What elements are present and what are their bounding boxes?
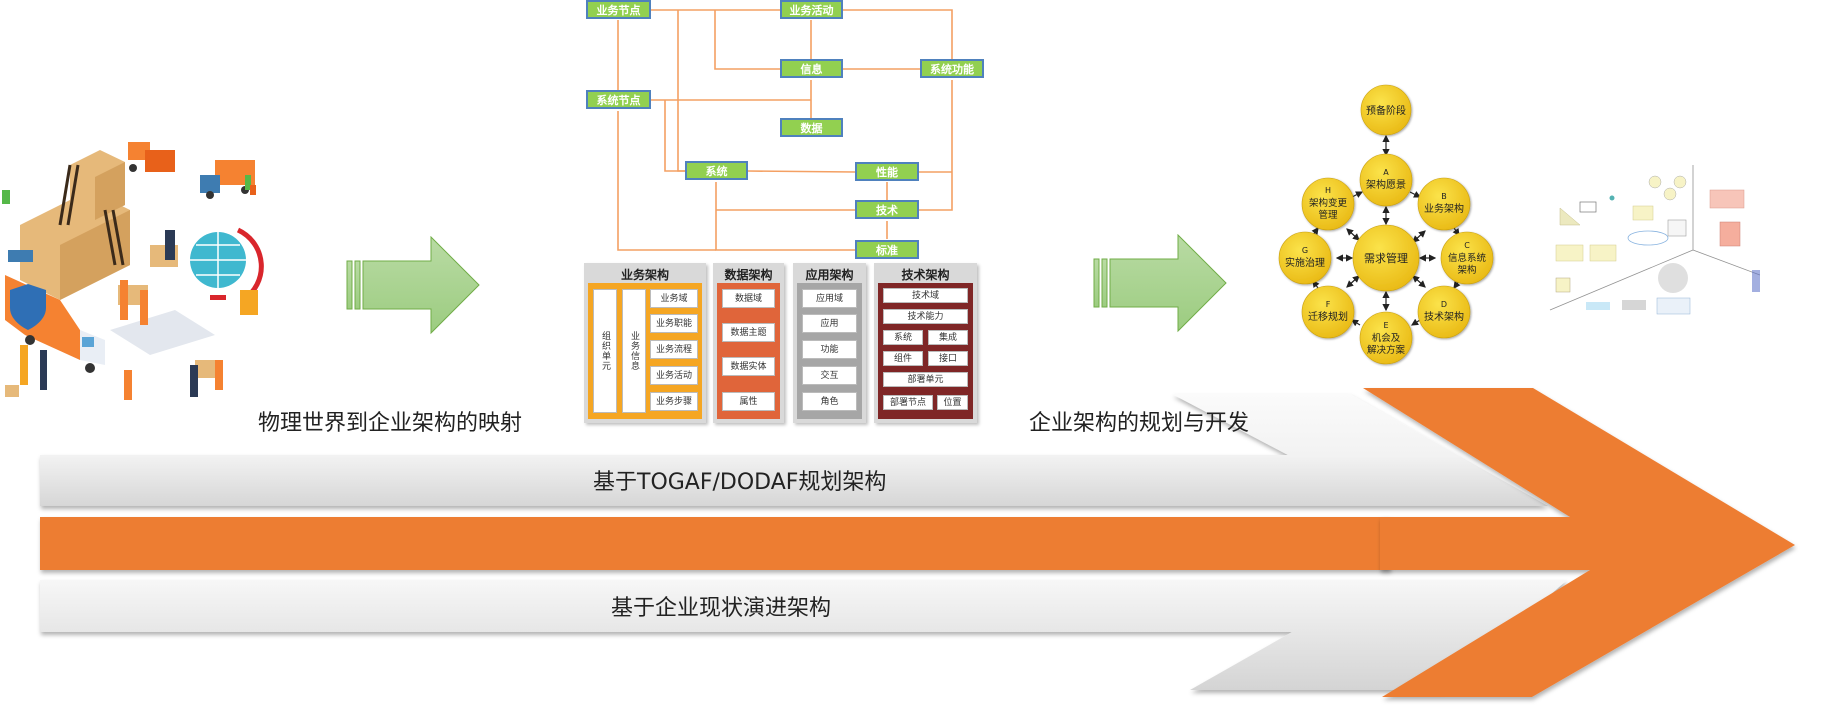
cell: 属性 — [722, 392, 775, 411]
cell: 集成 — [928, 330, 968, 345]
phase-letter: E — [1383, 321, 1388, 330]
cell: 部署单元 — [883, 372, 968, 387]
orange-chevron — [1363, 388, 1795, 697]
node-technology: 技术 — [855, 200, 919, 219]
caption-physical-to-enterprise: 物理世界到企业架构的映射 — [258, 411, 523, 436]
node-business-node: 业务节点 — [586, 0, 651, 19]
cell: 功能 — [802, 340, 857, 359]
phase-letter: G — [1302, 246, 1308, 255]
cell: 业务职能 — [650, 314, 698, 333]
phase-name-c2: 架构 — [1457, 264, 1476, 276]
cell: 业务域 — [650, 289, 698, 308]
panel-technology-architecture: 技术架构 技术域 技术能力 系统 集成 组件 接口 部署单元 部署节点 位置 — [874, 263, 977, 423]
cell: 组件 — [883, 351, 923, 366]
caption-ea-planning: 企业架构的规划与开发 — [1029, 411, 1250, 436]
cell: 技术域 — [883, 288, 968, 303]
phase-letter: D — [1441, 300, 1447, 309]
cell: 角色 — [802, 392, 857, 411]
cell: 数据域 — [722, 289, 775, 308]
orange-band — [40, 517, 1390, 570]
panel-title: 数据架构 — [724, 268, 773, 282]
node-information: 信息 — [780, 59, 843, 78]
cell: 技术能力 — [883, 309, 968, 324]
panel-data-architecture: 数据架构 数据域 数据主题 数据实体 属性 — [713, 263, 784, 423]
top-white-arrow — [40, 394, 1548, 506]
circle-phase-c — [1440, 231, 1494, 285]
green-arrow-left — [346, 236, 480, 335]
dodaf-views-illustration — [1549, 165, 1760, 315]
circle-phase-a — [1359, 153, 1413, 207]
node-system: 系统 — [685, 161, 748, 180]
phase-name: 实施治理 — [1285, 256, 1325, 269]
cell: 业务活动 — [650, 366, 698, 385]
logistics-illustration — [2, 142, 264, 400]
phase-name-e1: 机会及 — [1372, 332, 1401, 344]
node-standard: 标准 — [855, 240, 919, 259]
node-system-node: 系统节点 — [586, 90, 651, 109]
green-arrow-right — [1093, 234, 1227, 333]
cell: 位置 — [937, 395, 968, 410]
node-performance: 性能 — [855, 162, 919, 181]
cell: 业务流程 — [650, 340, 698, 359]
cell-business-info: 业务信息 — [622, 289, 646, 413]
phase-name: 技术架构 — [1424, 310, 1464, 323]
phase-name: 迁移规划 — [1308, 310, 1348, 323]
phase-letter: A — [1383, 168, 1389, 177]
cell: 数据主题 — [722, 323, 775, 342]
phase-name: 业务架构 — [1424, 202, 1464, 215]
phase-letter: C — [1464, 241, 1470, 250]
phase-name-e2: 解决方案 — [1367, 344, 1406, 356]
phase-name-c1: 信息系统 — [1448, 252, 1487, 264]
circle-phase-b — [1417, 177, 1471, 231]
band-label-togaf-dodaf: 基于TOGAF/DODAF规划架构 — [593, 470, 887, 495]
band-label-evolution: 基于企业现状演进架构 — [611, 596, 832, 621]
cell: 数据实体 — [722, 357, 775, 376]
node-business-activity: 业务活动 — [780, 0, 843, 19]
panel-title: 应用架构 — [805, 268, 854, 282]
node-data: 数据 — [780, 118, 843, 137]
circle-phase-h — [1301, 177, 1355, 231]
circle-phase-d — [1417, 285, 1471, 339]
phase-letter: H — [1325, 186, 1331, 195]
circle-preliminary — [1360, 84, 1412, 136]
circle-phase-g — [1278, 231, 1332, 285]
phase-name-h2: 管理 — [1318, 209, 1338, 221]
togaf-adm-diagram: 预备阶段 需求管理 A 架构愿景 B 业务架构 C 信息系统 架构 D 技术架构… — [1278, 84, 1494, 365]
phase-letter: B — [1441, 192, 1447, 201]
circle-phase-e — [1359, 311, 1413, 365]
label-requirements: 需求管理 — [1364, 251, 1408, 265]
panel-application-architecture: 应用架构 应用域 应用 功能 交互 角色 — [793, 263, 866, 423]
circle-requirements — [1352, 224, 1420, 292]
cell: 接口 — [928, 351, 968, 366]
cell: 应用 — [802, 314, 857, 333]
phase-name: 架构愿景 — [1366, 178, 1406, 191]
node-system-function: 系统功能 — [920, 59, 984, 78]
circle-phase-f — [1301, 285, 1355, 339]
cell: 业务步骤 — [650, 392, 698, 411]
phase-name-h1: 架构变更 — [1309, 197, 1348, 209]
cell: 应用域 — [802, 289, 857, 308]
label-preliminary: 预备阶段 — [1366, 104, 1406, 117]
phase-letter: F — [1326, 300, 1331, 309]
network-links — [617, 9, 953, 251]
cell: 部署节点 — [883, 395, 933, 410]
panel-business-architecture: 业务架构 组织单元 业务信息 业务域 业务职能 业务流程 业务活动 业务步骤 — [584, 263, 706, 423]
cell-org-unit: 组织单元 — [593, 289, 617, 413]
panel-title: 业务架构 — [620, 268, 669, 282]
bottom-white-arrow — [40, 580, 1567, 690]
cell: 系统 — [883, 330, 923, 345]
cell: 交互 — [802, 366, 857, 385]
panel-title: 技术架构 — [901, 268, 950, 282]
